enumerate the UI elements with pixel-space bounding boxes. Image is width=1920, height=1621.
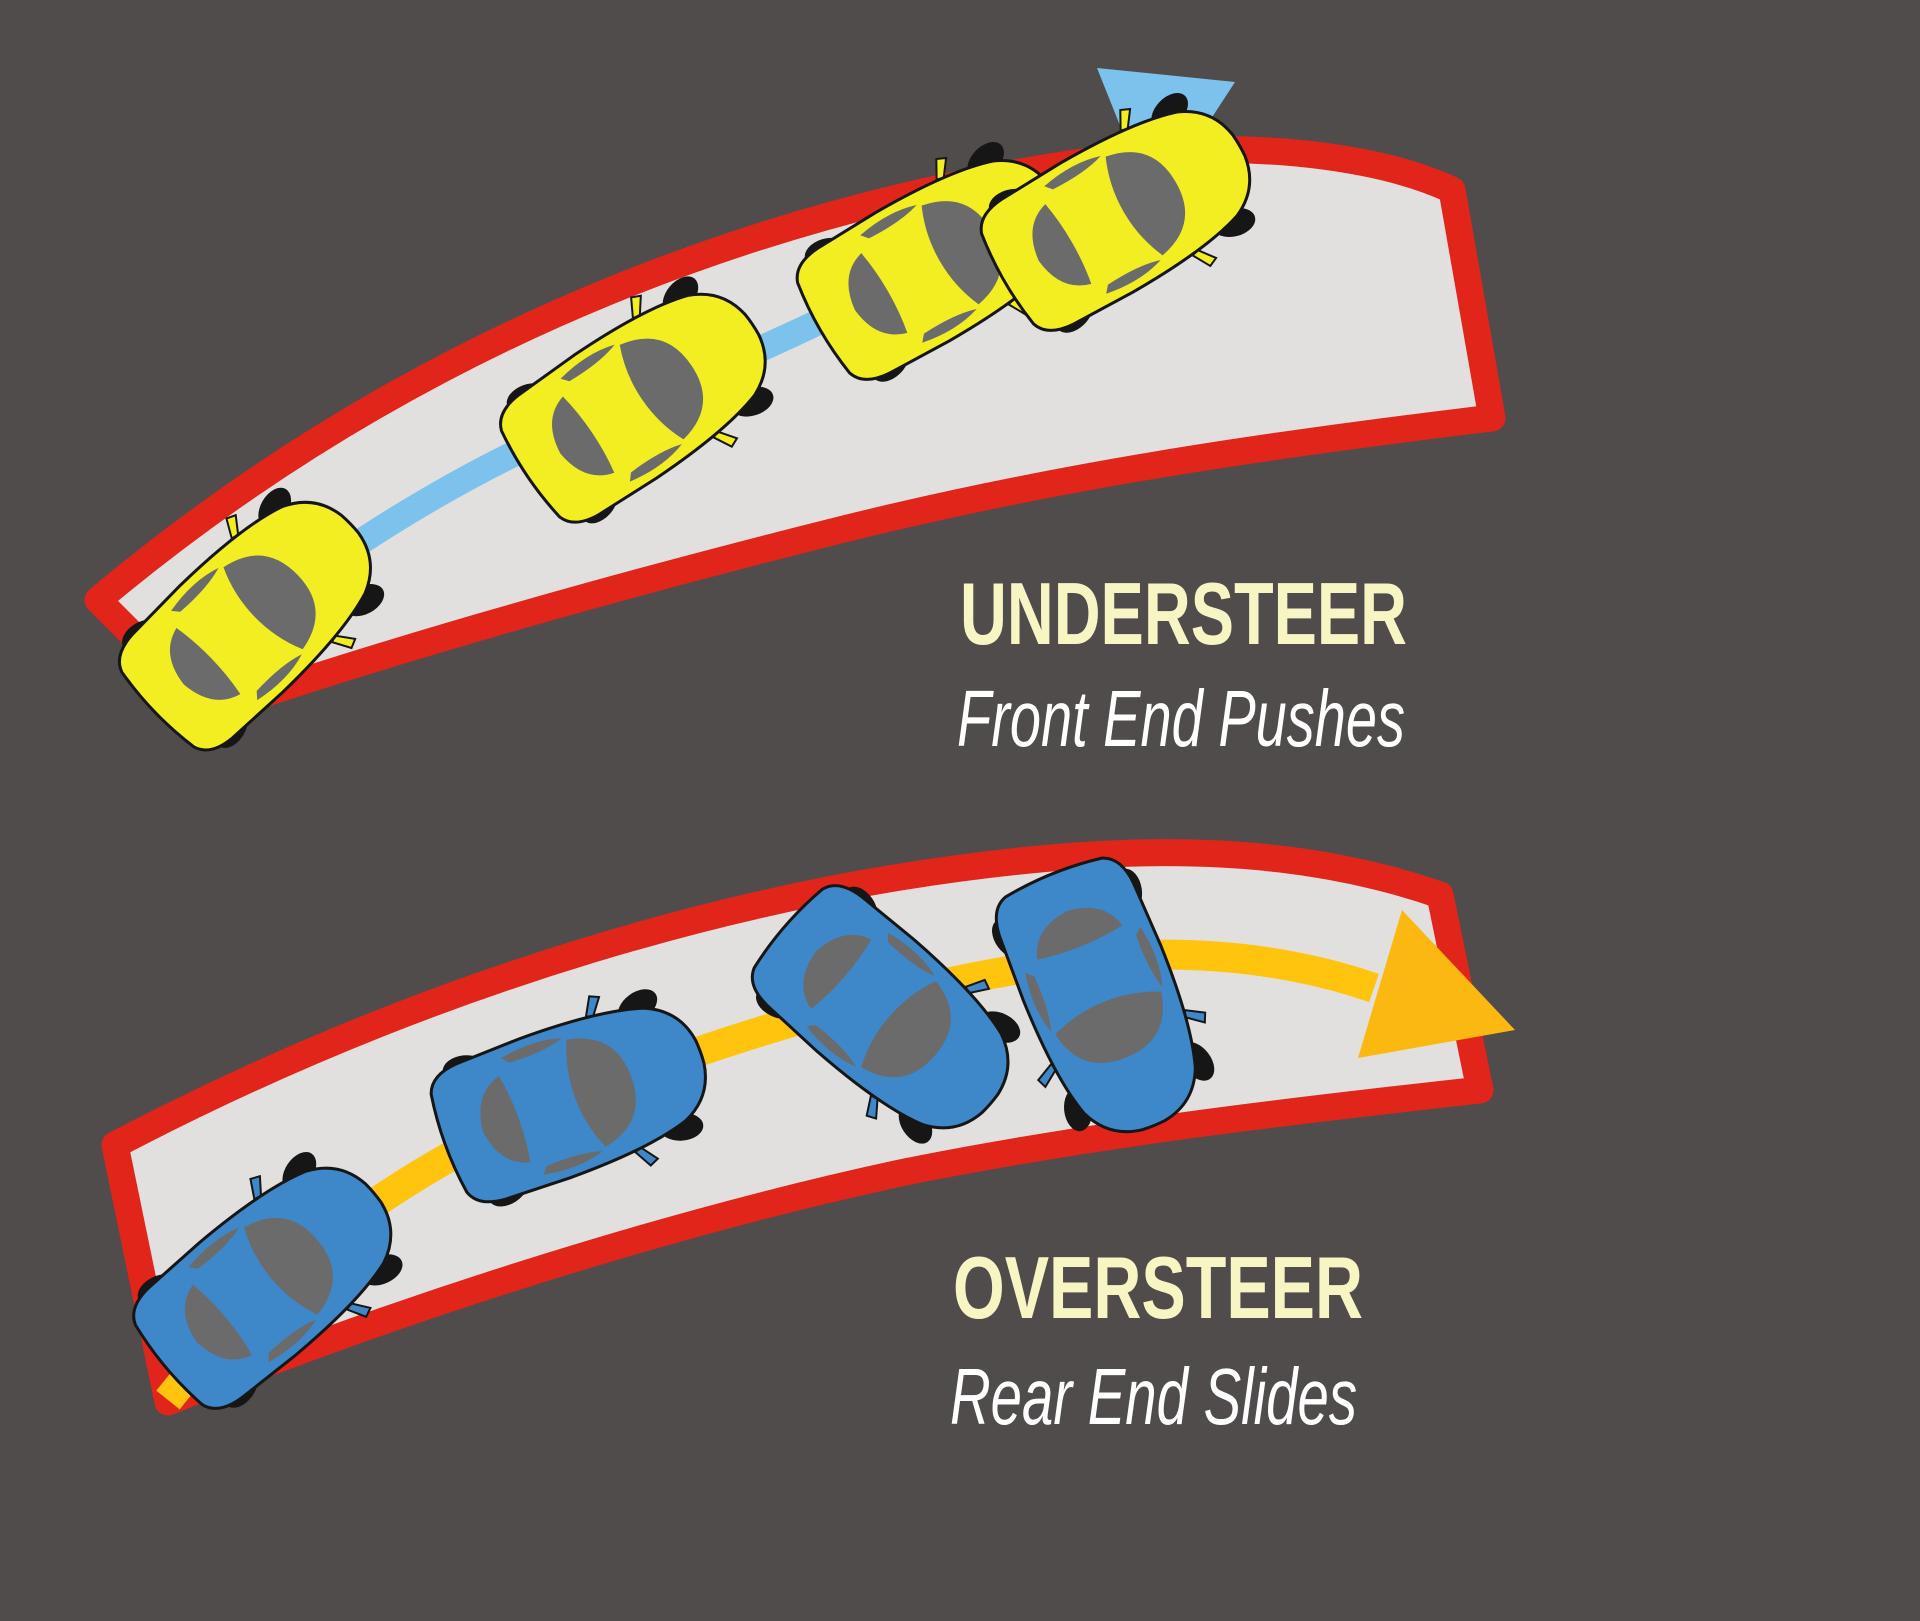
understeer-section: UNDERSTEER Front End Pushes — [84, 65, 1506, 779]
oversteer-section: OVERSTEER Rear End Slides — [101, 838, 1515, 1441]
oversteer-subtitle: Rear End Slides — [950, 1352, 1357, 1441]
understeer-title: UNDERSTEER — [960, 564, 1407, 663]
oversteer-arrowhead-icon — [1358, 910, 1515, 1058]
understeer-subtitle: Front End Pushes — [957, 674, 1405, 763]
oversteer-title: OVERSTEER — [953, 1238, 1363, 1337]
understeer-road — [84, 136, 1506, 726]
